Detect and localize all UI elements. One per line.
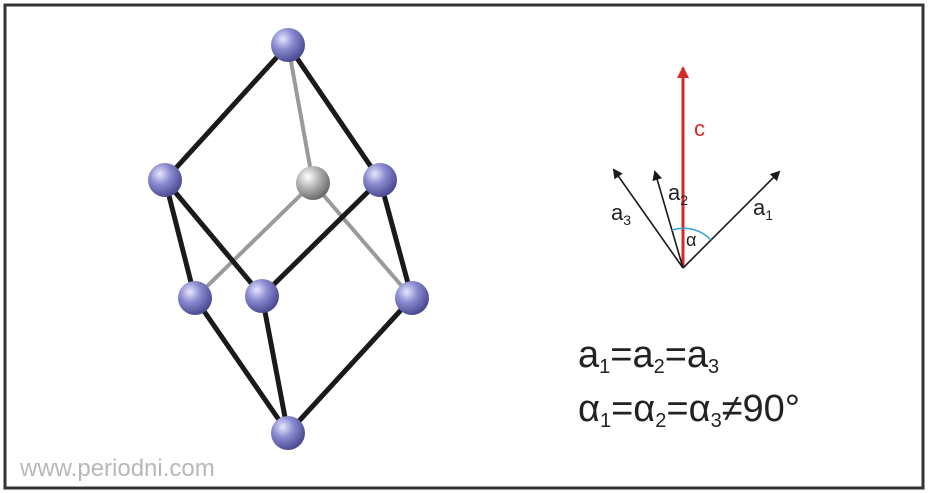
a3-axis-label: a3 — [611, 200, 631, 228]
edge-top-right — [285, 42, 383, 183]
a1-axis-label: a1 — [753, 195, 773, 223]
edge-right-frontmid — [259, 177, 383, 299]
edge-frontmid-bottom — [259, 293, 291, 436]
atom-front-mid — [245, 279, 279, 313]
atom-center — [296, 166, 330, 200]
atom-left — [148, 163, 182, 197]
atom-mid-right — [395, 281, 429, 315]
edge-left-midleft — [162, 177, 198, 301]
inner-edge-center-right — [311, 181, 414, 300]
axes — [612, 66, 781, 269]
edge-midright-bottom — [285, 295, 415, 436]
a2-axis-arrow — [652, 170, 684, 269]
alpha-arc — [671, 227, 712, 241]
equation-angles: α1=α2=α3≠90° — [578, 388, 801, 432]
equation-lengths: a1=a2=a3 — [578, 334, 720, 378]
atom-top — [271, 28, 305, 62]
atom-right — [363, 163, 397, 197]
inner-edge-top-center — [286, 43, 315, 185]
edge-midleft-bottom — [192, 295, 291, 436]
watermark-text: www.periodni.com — [20, 455, 215, 482]
atoms — [148, 28, 429, 450]
atom-mid-left — [178, 281, 212, 315]
outer-edges — [162, 42, 415, 436]
edge-left-frontmid — [162, 177, 265, 299]
a1-axis-arrow — [682, 170, 781, 269]
inner-edges — [193, 43, 414, 300]
frame-border — [3, 3, 925, 490]
axis-labels: c a1 a2 a3 α — [611, 116, 773, 250]
c-axis-label: c — [694, 116, 705, 141]
alpha-angle-label: α — [686, 230, 696, 250]
edge-right-midright — [377, 177, 415, 301]
atom-bottom — [271, 416, 305, 450]
a2-axis-label: a2 — [668, 180, 688, 208]
a3-axis-arrow — [612, 168, 684, 269]
inner-edge-center-left — [193, 181, 315, 300]
edge-top-left — [162, 42, 291, 183]
